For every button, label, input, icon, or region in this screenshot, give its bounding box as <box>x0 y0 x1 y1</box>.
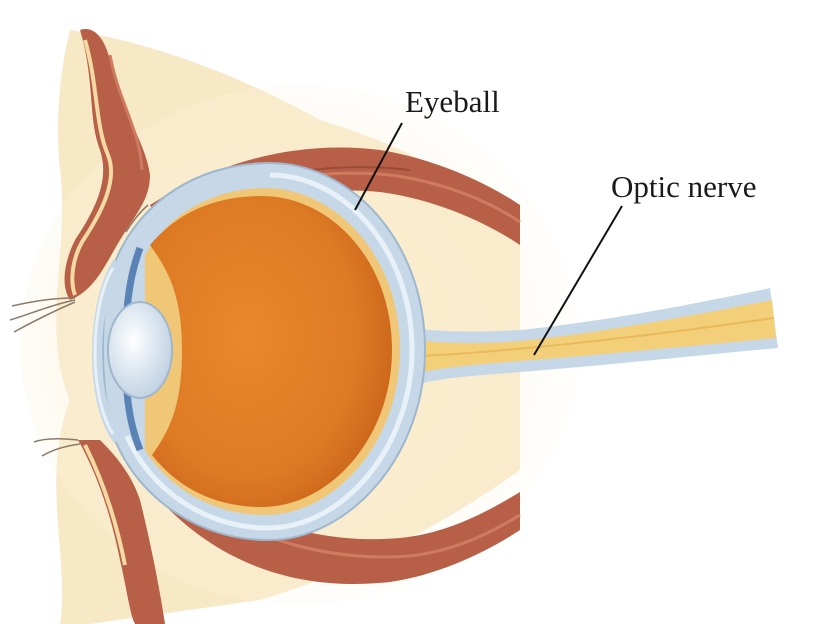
optic-nerve-label: Optic nerve <box>611 171 756 202</box>
eyeball-label: Eyeball <box>405 86 500 117</box>
eyeball <box>95 163 425 540</box>
